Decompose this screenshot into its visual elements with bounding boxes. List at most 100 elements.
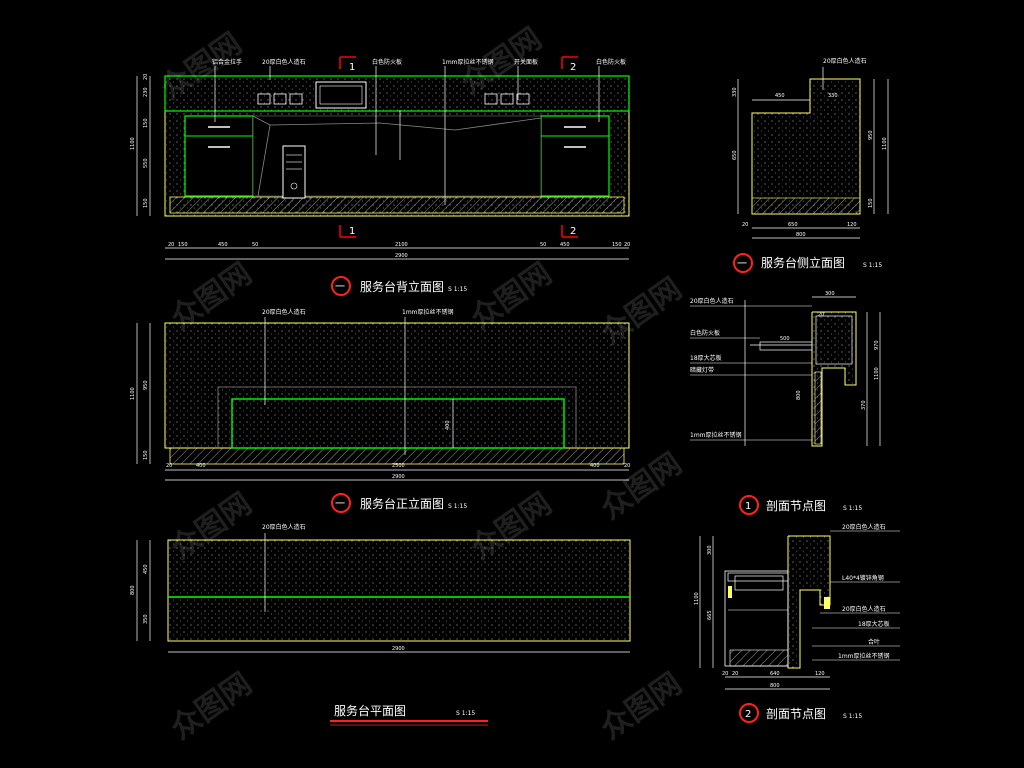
title-marker: 一 (737, 259, 747, 270)
material-label: 1mm厚拉丝不锈钢 (690, 431, 742, 439)
watermark-text: 众图网 (595, 271, 689, 351)
title-marker: 一 (335, 499, 345, 510)
title-scale: S 1:15 (863, 262, 882, 269)
material-label: 开关面板 (514, 58, 538, 66)
dimension-value: 400 (196, 463, 206, 469)
section-mark-1-bottom: 1 (339, 225, 356, 238)
side-body (751, 78, 861, 215)
switch-panels-left (257, 93, 303, 105)
title-text: 服务台正立面图 (360, 496, 444, 511)
back-total-dimension: 2900 (395, 253, 408, 259)
title-scale: S 1:15 (448, 503, 467, 510)
dimension-value: 350 (143, 614, 149, 624)
section-2-detail: 20厚白色人造石L40*4镀锌角钢20厚白色人造石18厚大芯板合叶1mm厚拉丝不… (694, 523, 900, 690)
dimension-value: 120 (847, 222, 857, 228)
section1-outline (811, 311, 857, 447)
material-label: 1mm厚拉丝不锈钢 (402, 308, 454, 316)
title-scale: S 1:15 (843, 713, 862, 720)
dimension-value: 330 (828, 93, 838, 99)
side-material-labels: 20厚白色人造石 (823, 57, 867, 65)
dimension-value: 450 (560, 242, 570, 248)
dimension-value: 20 (624, 463, 630, 469)
dimension-value: 800 (796, 390, 802, 400)
material-label: 20厚白色人造石 (823, 57, 867, 65)
dimension-value: 665 (707, 610, 713, 620)
plan-material-labels: 20厚白色人造石 (262, 523, 306, 531)
dimension-value: 2500 (392, 463, 405, 469)
section-1-title: 1 剖面节点图 S 1:15 (739, 495, 862, 515)
side-hatch-base (751, 197, 861, 215)
dimension-value: 20 (818, 312, 824, 318)
dimension-value: 450 (775, 93, 785, 99)
dimension-value: 20 (624, 242, 630, 248)
dimension-value: 800 (770, 683, 780, 689)
material-label: 20厚白色人造石 (690, 297, 734, 305)
material-label: L40*4镀锌角钢 (842, 574, 884, 582)
dimension-value: 300 (707, 545, 713, 555)
dimension-value: 450 (218, 242, 228, 248)
material-label: 1mm厚拉丝不锈钢 (442, 58, 494, 66)
dimension-value: 150 (143, 118, 149, 128)
front-total-dimension: 2900 (392, 474, 405, 480)
front-hatch-base (169, 447, 625, 465)
section2-labels: 20厚白色人造石L40*4镀锌角钢20厚白色人造石18厚大芯板合叶1mm厚拉丝不… (838, 523, 890, 660)
dimension-value: 150 (868, 198, 874, 208)
dimension-value: 20 (722, 671, 728, 677)
section2-outline (787, 535, 831, 669)
dimension-value: 950 (868, 130, 874, 140)
dimension-value: 20 (168, 242, 174, 248)
front-elevation-title: 一 服务台正立面图 S 1:15 (331, 493, 467, 513)
plan-total-dimension: 2900 (392, 646, 405, 652)
title-text: 服务台平面图 (334, 703, 406, 718)
dimension-value: 50 (252, 242, 258, 248)
material-label: 暗藏灯带 (690, 366, 714, 374)
material-label: 20厚白色人造石 (842, 605, 886, 613)
dimension-value: 500 (780, 336, 790, 342)
section-2-title: 2 剖面节点图 S 1:15 (739, 703, 862, 723)
title-scale: S 1:15 (456, 710, 475, 717)
dimension-value: 20 (742, 222, 748, 228)
switch-panels-right (484, 93, 530, 105)
dimension-value: 970 (874, 340, 880, 350)
dimension-value: 20 (143, 74, 149, 80)
dimension-value: 370 (861, 400, 867, 410)
front-inset-outline (217, 386, 577, 448)
title-text: 剖面节点图 (766, 707, 826, 721)
dimension-value: 150 (612, 242, 622, 248)
back-left-cabinet (184, 115, 254, 197)
material-label: 白色防火板 (372, 58, 402, 66)
material-label: 20厚白色人造石 (262, 58, 306, 66)
title-marker: 1 (745, 501, 751, 512)
dimension-value: 650 (788, 222, 798, 228)
dimension-value: 2100 (395, 242, 408, 248)
dimension-value: 20 (732, 671, 738, 677)
dimension-value: 20 (166, 463, 172, 469)
dimension-value: 150 (143, 450, 149, 460)
back-right-cabinet (540, 115, 610, 197)
material-label: 20厚白色人造石 (262, 523, 306, 531)
section-mark-2-bottom: 2 (561, 225, 578, 238)
dimension-value: 300 (825, 291, 835, 297)
dimension-value: 650 (732, 150, 738, 160)
title-text: 剖面节点图 (766, 499, 826, 513)
section-mark-2-top: 2 (561, 56, 578, 73)
material-label: 铝合金拉手 (212, 58, 242, 66)
material-label: 20厚白色人造石 (842, 523, 886, 531)
title-marker: 一 (335, 282, 345, 293)
dimension-value: 50 (540, 242, 546, 248)
monitor (315, 81, 367, 109)
back-hatch-base (169, 196, 625, 214)
